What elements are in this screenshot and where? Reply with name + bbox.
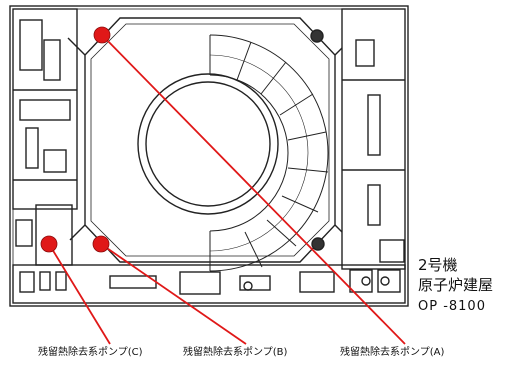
bottom-corridor [12,264,406,304]
pointer-line-pump-c [48,243,111,345]
pump-b-marker [92,235,110,253]
elevation-label: OP -8100 [418,299,486,314]
octagonal-containment-wall-inner [90,23,330,257]
pump-b-label: 残留熱除去系ポンプ(B) [183,347,288,358]
lower-left-room [35,204,73,266]
pointer-line-pump-b [100,243,247,345]
left-room-column [12,8,78,210]
reactor-pedestal-inner [145,81,271,207]
reactor-pedestal-outer [137,73,279,215]
octagonal-containment-wall [84,17,336,263]
unit-label: 2号機 [418,256,458,274]
pointer-line-pump-a [101,34,406,345]
building-outline [9,5,409,307]
pump-a-marker [93,26,111,44]
pump-c-label: 残留熱除去系ポンプ(C) [38,347,143,358]
annulus-segments [209,34,329,272]
building-name-label: 原子炉建屋 [418,276,494,294]
right-room-column [341,8,406,270]
pump-c-marker [40,235,58,253]
pump-a-label: 残留熱除去系ポンプ(A) [340,347,445,358]
